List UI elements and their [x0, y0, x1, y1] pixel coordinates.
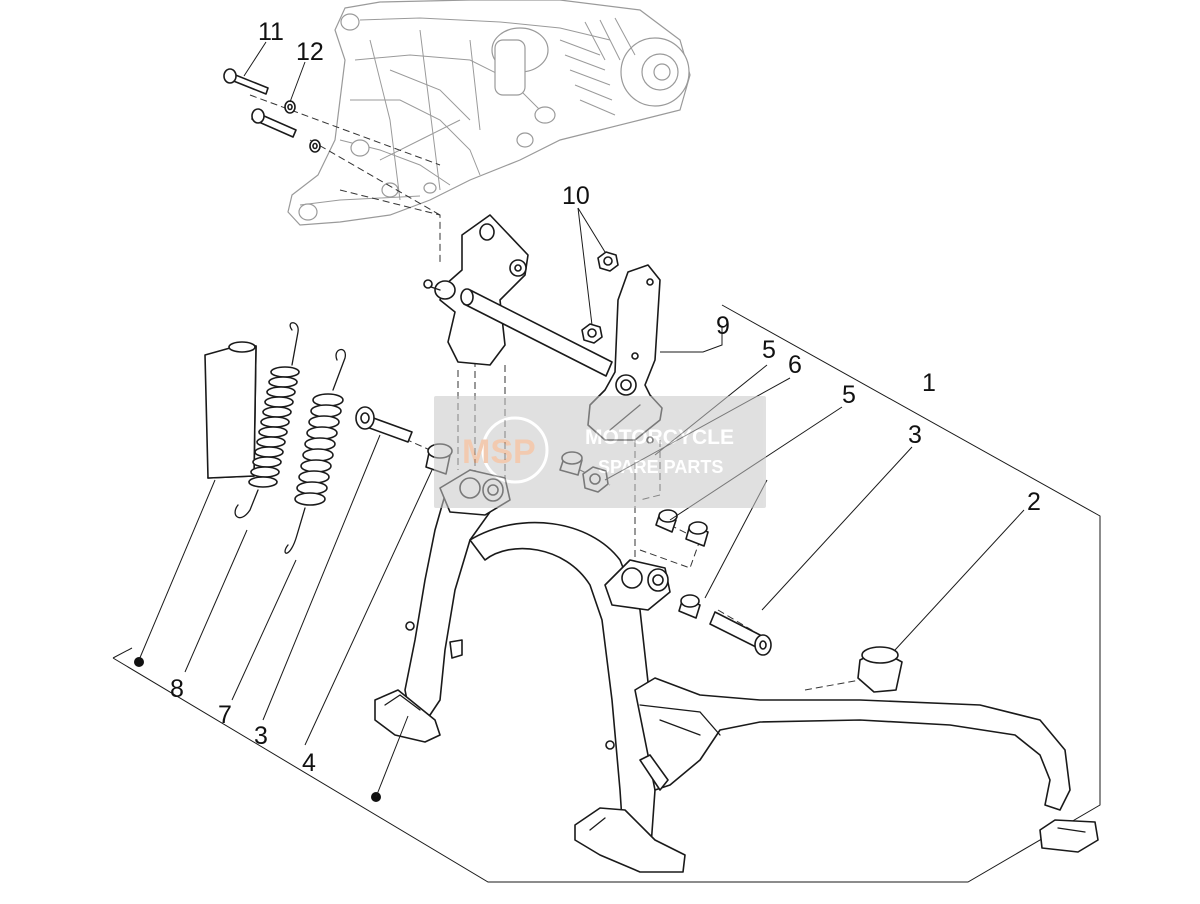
- callouts: 11 12 10 9 5 6 1 5 3 2 8 7 3 4: [170, 18, 1041, 777]
- watermark-logo: MSP: [462, 433, 536, 471]
- bolt-3-left: [355, 406, 413, 443]
- spring-b-coils: [294, 393, 344, 506]
- callout-8: 8: [170, 675, 184, 703]
- bolt-11-parts: [223, 68, 297, 138]
- tube-cover-8: [204, 341, 257, 479]
- callout-2: 2: [1027, 488, 1041, 516]
- callout-6: 6: [788, 351, 802, 379]
- callout-10: 10: [562, 182, 590, 210]
- watermark-globe: [481, 416, 549, 484]
- engine-housing: [287, 0, 691, 226]
- center-stand-1: [374, 469, 1099, 873]
- nut-10-parts: [581, 251, 619, 344]
- callout-1: 1: [922, 369, 936, 397]
- callout-3-left: 3: [254, 722, 268, 750]
- callout-9: 9: [716, 312, 730, 340]
- spring-a-coils: [248, 366, 300, 488]
- watermark-line2: SPARE PARTS: [598, 457, 723, 477]
- spring-7-parts: [234, 322, 346, 554]
- callout-5-upper: 5: [762, 336, 776, 364]
- callout-5-lower: 5: [842, 381, 856, 409]
- callout-4: 4: [302, 749, 316, 777]
- rubber-buffer-2: [857, 646, 903, 693]
- callout-11: 11: [258, 18, 284, 46]
- washer-12-parts: [284, 100, 321, 153]
- callout-12: 12: [296, 38, 324, 66]
- watermark-line1: MOTORCYCLE: [585, 426, 734, 449]
- watermark: MSP MOTORCYCLE SPARE PARTS: [434, 396, 766, 508]
- watermark-box: [434, 396, 766, 508]
- assembly-outline: [112, 304, 1101, 883]
- bolt-3-right: [709, 611, 772, 656]
- callout-7: 7: [218, 701, 232, 729]
- bullet-dot: [134, 657, 144, 667]
- callout-3-right: 3: [908, 421, 922, 449]
